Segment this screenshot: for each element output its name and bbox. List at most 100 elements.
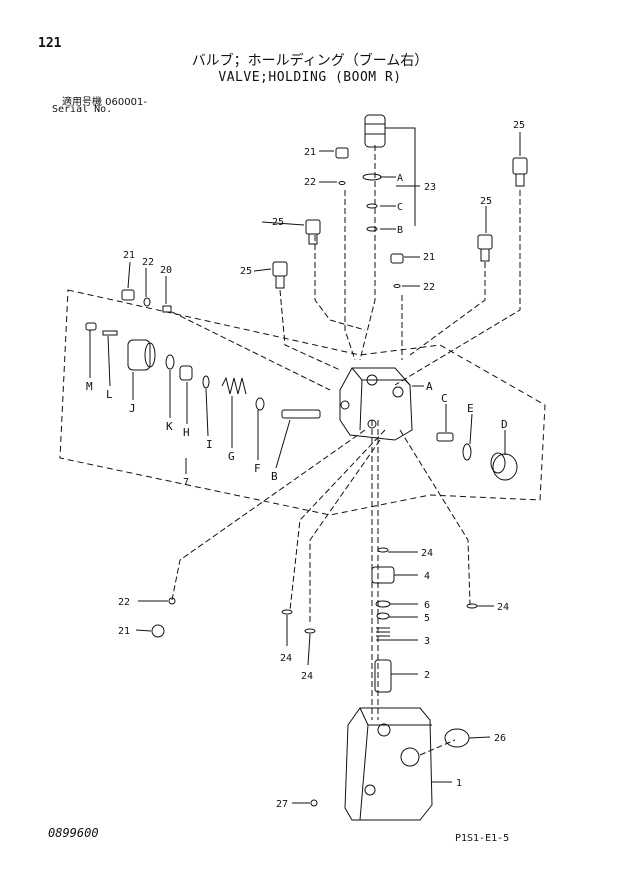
callout-D: D [501,418,508,431]
callout-B: B [271,470,278,483]
restrictor [162,305,172,313]
callout-I: I [206,438,213,451]
bracket-23 [385,127,416,226]
o-ring [202,375,210,389]
guide-line [409,262,486,356]
callout-24: 24 [301,671,313,682]
guide-line [171,311,331,391]
callout-K: K [166,420,173,433]
spring [221,376,247,395]
callout-1: 1 [456,778,462,789]
guide-line [399,429,471,606]
callout-22: 22 [304,177,316,188]
callout-A: A [426,380,433,393]
set-screw [85,322,97,331]
housing-body [344,707,433,821]
callout-25: 25 [240,266,252,277]
callout-A: A [397,173,403,184]
o-ring [362,173,382,181]
callout-2: 2 [424,670,430,681]
callout-25: 25 [272,217,284,228]
callout-M: M [86,380,93,393]
subassembly-outline [59,289,546,516]
callout-21: 21 [423,252,435,263]
cap-screw [512,157,528,175]
guide-line [359,145,376,361]
plug [121,289,135,301]
o-ring-small [304,628,316,634]
spring-3 [376,627,390,641]
plug [335,147,349,159]
guide-line [309,439,381,625]
callout-22: 22 [142,257,154,268]
callout-E: E [467,402,474,415]
o-ring-small [168,597,176,605]
o-ring-large [444,728,470,748]
plug-4 [371,566,395,584]
callout-24: 24 [497,602,509,613]
o-ring [366,226,378,232]
callout-25: 25 [480,196,492,207]
cartridge-top [364,114,386,148]
o-ring-small [393,284,401,288]
callout-24: 24 [421,548,433,559]
callout-F: F [254,462,261,475]
o-ring-small [143,297,151,307]
plug-27 [310,799,318,807]
spool [281,409,321,419]
spring-seat [179,365,193,381]
callout-23: 23 [424,182,436,193]
callout-4: 4 [424,571,430,582]
pin [102,330,118,336]
serial-label-english: Serial No. [52,104,113,115]
o-ring [165,354,175,370]
title-japanese: バルブ；ホールディング（ブーム右） [191,53,429,69]
poppet [374,659,392,693]
o-ring-small [281,609,293,615]
callout-5: 5 [424,613,430,624]
callout-22: 22 [118,597,130,608]
callout-L: L [106,388,113,401]
guide-line [419,739,456,756]
spool-cap [127,339,151,371]
callout-H: H [183,426,190,439]
valve-block [339,367,413,441]
o-ring-small [338,181,346,185]
o-ring [366,203,378,209]
callout-6: 6 [424,600,430,611]
callout-21: 21 [304,147,316,158]
cap-screw [305,219,321,235]
callout-25: 25 [513,120,525,131]
callout-B: B [397,225,403,236]
plug-small [151,624,165,638]
plug [390,253,404,264]
plug-large [492,453,518,481]
o-ring [462,443,472,461]
check-valve [436,432,454,442]
callout-21: 21 [118,626,130,637]
guide-line [289,429,386,611]
page-number: 121 [38,36,62,51]
guide-line [171,429,366,601]
guide-line [279,289,341,371]
serial-label-japanese: 適用号機 060001- [62,97,147,108]
callout-22: 22 [423,282,435,293]
callout-labels: 21 22 A 23 C B 25 25 25 25 21 22 21 22 2… [86,120,525,810]
reference-code: P1S1-E1-5 [455,833,510,844]
callout-27: 27 [276,799,288,810]
washer [255,397,265,411]
callout-J: J [129,402,136,415]
callout-24: 24 [280,653,292,664]
callout-C: C [441,392,448,405]
guide-line [394,190,521,386]
callout-G: G [228,450,235,463]
title-english: VALVE;HOLDING (BOOM R) [218,70,402,85]
guide-line [314,235,366,331]
callout-21: 21 [123,250,135,261]
o-ring-small [377,547,389,553]
o-ring-small [466,603,478,609]
callout-3: 3 [424,636,430,647]
cap-screw [477,234,493,250]
guide-line [344,190,356,361]
callout-20: 20 [160,265,172,276]
